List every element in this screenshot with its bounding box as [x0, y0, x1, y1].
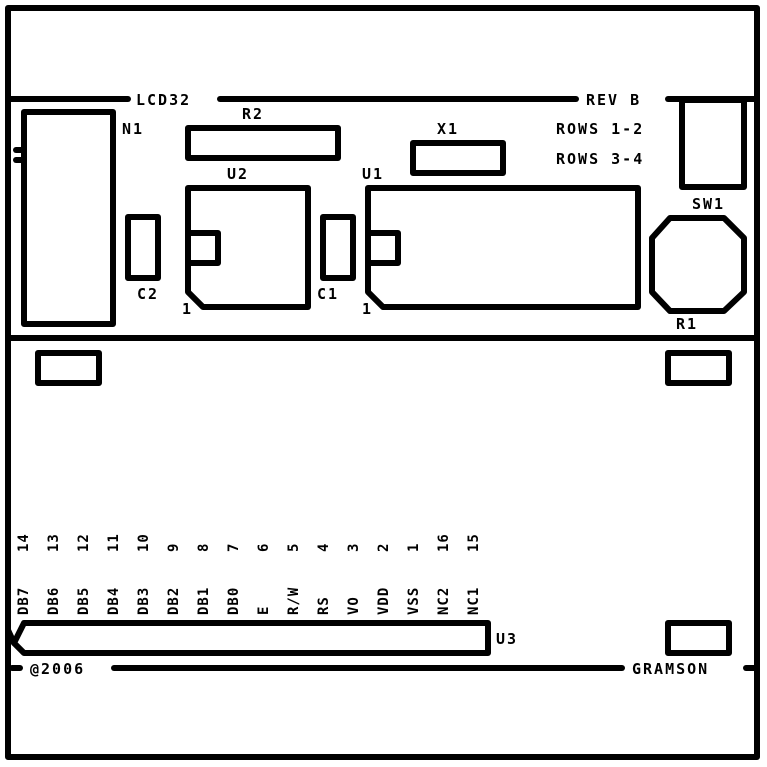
rows-3-4-label: ROWS 3-4	[556, 150, 644, 168]
u3-pin1-mark	[5, 627, 17, 646]
u3-pin-number: 14	[16, 533, 32, 552]
u3-pin-name: DB6	[46, 587, 62, 615]
rows-1-2-label: ROWS 1-2	[556, 120, 644, 138]
r1-label: R1	[676, 315, 698, 333]
u3-pin-number: 11	[106, 533, 122, 552]
board-outline	[5, 5, 760, 760]
sw1-footprint	[679, 97, 747, 190]
u1-label: U1	[362, 165, 384, 183]
u3-pin-name: VSS	[406, 587, 422, 615]
u3-pin-number: 9	[166, 543, 182, 552]
x1-footprint	[410, 140, 506, 176]
u2-chip-outline	[185, 185, 311, 310]
u3-pin-name: R/W	[286, 587, 302, 615]
u1-chip-notch	[365, 230, 401, 266]
u3-pin-name: DB2	[166, 587, 182, 615]
u3-pin-name: DB0	[226, 587, 242, 615]
n1-connector-outline	[21, 109, 116, 327]
copyright-label: @2006	[30, 660, 85, 678]
u3-pin-number: 16	[436, 533, 452, 552]
u3-pin-number: 10	[136, 533, 152, 552]
u3-pin-name: NC2	[436, 587, 452, 615]
r2-footprint	[185, 125, 341, 161]
u3-pin-name: NC1	[466, 587, 482, 615]
u3-header-outline	[11, 620, 491, 656]
maker-label: GRAMSON	[632, 660, 709, 678]
u3-pin-name: VDD	[376, 587, 392, 615]
u2-chip-notch	[185, 230, 221, 266]
u3-pin-number: 12	[76, 533, 92, 552]
x1-label: X1	[437, 120, 459, 138]
n1-label: N1	[122, 120, 144, 138]
u3-pin-number: 7	[226, 543, 242, 552]
u3-pin-number: 8	[196, 543, 212, 552]
u3-pin-number: 4	[316, 543, 332, 552]
u2-pin1-label: 1	[182, 300, 193, 318]
board-name-label: LCD32	[136, 91, 191, 109]
u1-chip-outline	[365, 185, 641, 310]
sw1-label: SW1	[692, 195, 725, 213]
u3-pin-name: RS	[316, 596, 332, 615]
u3-pin-name: DB7	[16, 587, 32, 615]
mount-pad-left	[35, 350, 102, 386]
c1-footprint	[320, 214, 356, 281]
u3-pin-labels: 14DB713DB612DB511DB410DB39DB28DB17DB06E5…	[16, 533, 482, 615]
u2-label: U2	[227, 165, 249, 183]
c1-label: C1	[317, 285, 339, 303]
mount-pad-bottom-right	[665, 620, 732, 656]
mount-pad-right	[665, 350, 732, 386]
u3-pin-name: E	[256, 606, 272, 615]
c2-footprint	[125, 214, 161, 281]
u3-label: U3	[496, 630, 518, 648]
revision-label: REV B	[586, 91, 641, 109]
u3-pin-number: 13	[46, 533, 62, 552]
u3-pin-name: DB5	[76, 587, 92, 615]
u3-pin-name: VO	[346, 596, 362, 615]
u3-pin-number: 1	[406, 543, 422, 552]
r2-label: R2	[242, 105, 264, 123]
c2-label: C2	[137, 285, 159, 303]
r1-footprint	[649, 215, 747, 314]
u3-pin-name: DB3	[136, 587, 152, 615]
u3-pin-number: 15	[466, 533, 482, 552]
u3-pin-number: 6	[256, 543, 272, 552]
u1-pin1-label: 1	[362, 300, 373, 318]
u3-pin-number: 5	[286, 543, 302, 552]
u3-pin-number: 3	[346, 543, 362, 552]
u3-pin-number: 2	[376, 543, 392, 552]
u3-pin-name: DB4	[106, 587, 122, 615]
u3-pin-name: DB1	[196, 587, 212, 615]
